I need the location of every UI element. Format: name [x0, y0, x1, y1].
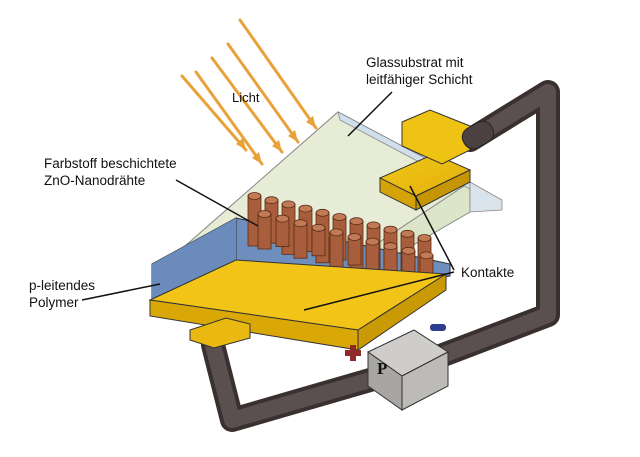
light-ray-arrowheads	[236, 116, 316, 164]
leader-lines	[81, 91, 455, 311]
nanowire	[311, 227, 326, 257]
label-polymer-line1: p-leitendes	[29, 278, 96, 293]
load-box	[367, 329, 449, 411]
nanowire-tip	[257, 210, 272, 218]
nanowire-tip	[315, 208, 330, 217]
top-contact	[378, 109, 472, 211]
label-contacts: Kontakte	[461, 265, 515, 280]
label-dye-nanowires: Farbstoff beschichtete ZnO-Nanodrähte	[44, 155, 177, 189]
label-glass-line2: leitfähiger Schicht	[366, 72, 473, 87]
nanowire-tip	[275, 214, 290, 223]
nanowire	[257, 213, 272, 250]
nanowire	[347, 236, 362, 266]
label-glass-substrate: Glassubstrat mit leitfähiger Schicht	[366, 54, 473, 88]
nanowire	[275, 218, 290, 248]
light-rays	[180, 18, 318, 166]
label-dye-line2: ZnO-Nanodrähte	[44, 173, 146, 188]
nanowire	[293, 222, 308, 259]
nanowire-tip	[329, 228, 344, 237]
nanowire-tip	[419, 251, 434, 260]
nanowire-tip	[264, 196, 279, 205]
load-label: P	[377, 359, 387, 378]
bottom-contact	[148, 259, 448, 351]
positive-terminal-icon	[345, 345, 361, 361]
nanowire-tip	[401, 246, 416, 255]
nanowire	[329, 231, 344, 268]
label-light: Licht	[232, 90, 260, 105]
nanowire-tip	[347, 233, 362, 241]
nanowires	[247, 192, 434, 289]
nanowire-tip	[298, 204, 313, 213]
nanowire-tip	[247, 192, 262, 200]
nanowire-tip	[383, 225, 398, 234]
label-dye-line1: Farbstoff beschichtete	[44, 156, 177, 171]
nanowire-tip	[311, 223, 326, 232]
nanowire-tip	[293, 219, 308, 228]
negative-terminal-icon	[430, 324, 446, 331]
nanowire-tip	[349, 217, 364, 226]
nanowire-tip	[383, 242, 398, 251]
label-polymer: p-leitendes Polymer	[29, 277, 95, 311]
nanowire-tip	[281, 200, 296, 209]
wire-connector-top	[461, 120, 495, 150]
label-glass-line1: Glassubstrat mit	[366, 55, 464, 70]
nanowire-tip	[332, 213, 347, 221]
label-polymer-line2: Polymer	[29, 295, 79, 310]
circuit-wire	[201, 80, 560, 432]
nanowire-tip	[417, 234, 432, 242]
nanowire-tip	[400, 229, 415, 238]
nanowire-tip	[366, 221, 381, 230]
nanowire-tip	[365, 237, 380, 246]
